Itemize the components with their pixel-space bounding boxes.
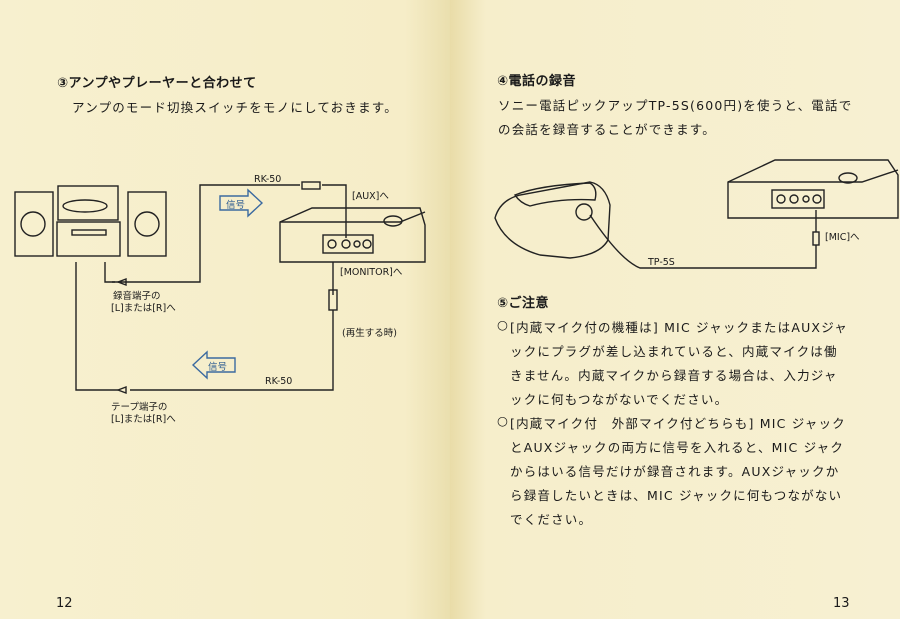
telephone-icon bbox=[494, 181, 611, 259]
section-heading: ③アンプやプレーヤーと合わせて bbox=[57, 76, 257, 91]
bullet: ○ bbox=[497, 317, 510, 332]
note-line: [内蔵マイク付の機種は] MIC ジャックまたはAUXジャ bbox=[510, 320, 848, 335]
bullet: ○ bbox=[497, 413, 510, 428]
speaker-right-icon bbox=[127, 191, 167, 257]
body-line: の会話を録音することができます。 bbox=[498, 122, 716, 137]
cable-label: RK-50 bbox=[265, 376, 293, 387]
tape-terminal-label: テープ端子の bbox=[111, 402, 168, 413]
section-heading: ④電話の録音 bbox=[497, 74, 577, 89]
body-line: ソニー電話ピックアップTP-5S(600円)を使うと、電話で bbox=[498, 98, 853, 113]
note-line: [内蔵マイク付 外部マイク付どちらも] MIC ジャック bbox=[510, 416, 846, 431]
signal-label: 信号 bbox=[226, 200, 246, 211]
notes-heading: ⑤ご注意 bbox=[497, 296, 550, 311]
signal-label: 信号 bbox=[208, 362, 228, 373]
note-line: からはいる信号だけが録音されます。AUXジャックか bbox=[510, 464, 840, 479]
note-line: ックにプラグが差し込まれていると、内蔵マイクは働 bbox=[510, 344, 838, 359]
monitor-label: [MONITOR]へ bbox=[340, 267, 403, 278]
page-number: 13 bbox=[833, 596, 850, 611]
cable-label: TP-5S bbox=[648, 257, 675, 268]
note-line: ックに何もつながないでください。 bbox=[510, 392, 729, 407]
cable-rk50-top bbox=[112, 184, 347, 283]
cable-label: RK-50 bbox=[254, 174, 282, 185]
body-text: アンプのモード切換スイッチをモノにしておきます。 bbox=[72, 100, 398, 115]
stereo-connection-diagram bbox=[14, 181, 426, 395]
phone-connection-diagram bbox=[494, 159, 899, 269]
rec-terminal-label: 録音端子の bbox=[113, 291, 161, 302]
speaker-left-icon bbox=[14, 191, 54, 257]
right-page: ④電話の録音 ソニー電話ピックアップTP-5S(600円)を使うと、電話で の会… bbox=[450, 0, 900, 619]
tape-recorder-icon bbox=[279, 207, 426, 263]
cable-tp5s bbox=[589, 214, 817, 269]
tape-terminal-label: [L]または[R]へ bbox=[111, 414, 176, 425]
rec-terminal-label: [L]または[R]へ bbox=[111, 303, 176, 314]
note-line: とAUXジャックの両方に信号を入れると、MIC ジャク bbox=[510, 440, 845, 455]
signal-arrow-right-icon bbox=[219, 188, 264, 218]
left-page: ③アンプやプレーヤーと合わせて アンプのモード切換スイッチをモノにしておきます。… bbox=[0, 0, 450, 619]
signal-arrow-left-icon bbox=[191, 350, 236, 380]
tape-recorder-icon bbox=[727, 159, 899, 219]
page-number: 12 bbox=[56, 596, 73, 611]
note-line: きません。内蔵マイクから録音する場合は、入力ジャ bbox=[510, 368, 838, 383]
stereo-system-icon bbox=[56, 185, 121, 257]
note-line: ら録音したいときは、MIC ジャックに何もつながない bbox=[510, 488, 843, 503]
cable-rk50-bottom bbox=[75, 262, 334, 391]
playback-note: (再生する時) bbox=[342, 328, 397, 339]
aux-label: [AUX]へ bbox=[352, 191, 389, 202]
mic-label: [MIC]へ bbox=[825, 232, 860, 243]
note-line: でください。 bbox=[510, 512, 593, 527]
